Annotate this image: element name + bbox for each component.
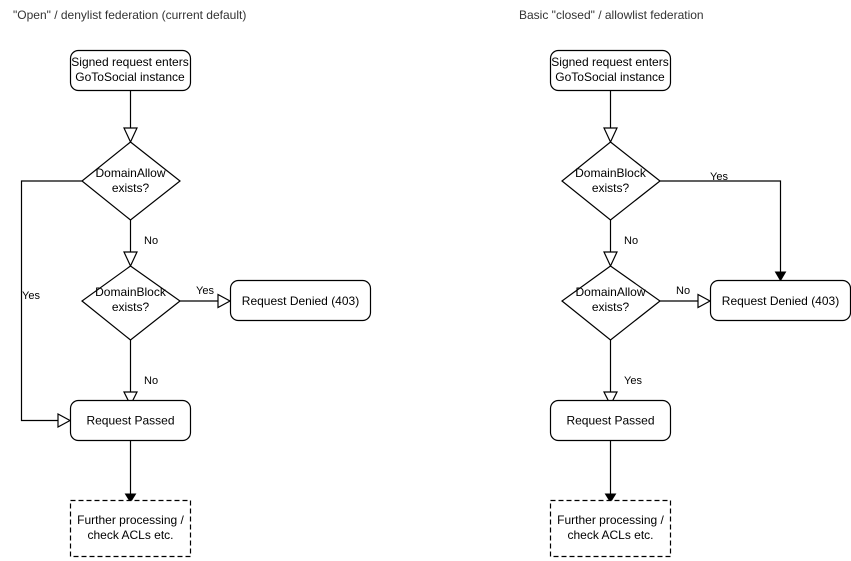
right-edge-block-yes-label: Yes bbox=[710, 171, 728, 183]
right-further-processing-label-line2: check ACLs etc. bbox=[567, 528, 653, 542]
right-decision-domainallow[interactable]: DomainAllow exists? bbox=[561, 265, 662, 341]
left-edge-block-yes-label: Yes bbox=[196, 285, 214, 297]
right-request-denied-node[interactable]: Request Denied (403) bbox=[709, 279, 851, 322]
right-further-processing-label-line1: Further processing / bbox=[557, 513, 664, 527]
left-further-processing-shape bbox=[69, 499, 192, 558]
right-edge-allow-yes: Yes bbox=[603, 340, 642, 407]
right-request-passed-node[interactable]: Request Passed bbox=[549, 399, 672, 442]
left-further-processing-label-line2: check ACLs etc. bbox=[87, 528, 173, 542]
right-edge-block-no: No bbox=[603, 220, 638, 268]
right-edge-allow-no-label: No bbox=[676, 285, 690, 297]
right-request-passed-label: Request Passed bbox=[566, 414, 654, 428]
left-request-denied-label: Request Denied (403) bbox=[242, 294, 359, 308]
right-column: Basic "closed" / allowlist federation Si… bbox=[519, 8, 851, 558]
left-decision-domainallow[interactable]: DomainAllow exists? bbox=[81, 141, 181, 221]
right-decision-domainblock-label-line2: exists? bbox=[592, 181, 630, 195]
right-column-title: Basic "closed" / allowlist federation bbox=[519, 8, 704, 22]
left-decision-domainblock[interactable]: DomainBlock exists? bbox=[81, 265, 182, 341]
left-request-passed-node[interactable]: Request Passed bbox=[69, 399, 192, 442]
right-request-denied-label: Request Denied (403) bbox=[722, 294, 839, 308]
left-further-processing-label-line1: Further processing / bbox=[77, 513, 184, 527]
right-decision-domainallow-label-line1: DomainAllow bbox=[575, 285, 645, 299]
right-edge-block-yes: Yes bbox=[660, 171, 787, 282]
right-edge-passed-to-further bbox=[604, 440, 617, 503]
right-decision-domainallow-label-line2: exists? bbox=[592, 300, 630, 314]
right-edge-allow-no: No bbox=[660, 285, 712, 309]
right-decision-domainblock[interactable]: DomainBlock exists? bbox=[561, 141, 661, 221]
left-request-denied-shape bbox=[229, 279, 372, 322]
left-column-title: "Open" / denylist federation (current de… bbox=[13, 8, 246, 22]
left-entry-node[interactable]: Signed request enters GoToSocial instanc… bbox=[69, 49, 192, 92]
left-column: "Open" / denylist federation (current de… bbox=[13, 8, 372, 558]
left-decision-domainblock-label-line2: exists? bbox=[112, 300, 150, 314]
left-edge-allow-no-label: No bbox=[144, 235, 158, 247]
left-edge-allow-no: No bbox=[123, 220, 158, 268]
left-edge-entry-to-allow bbox=[123, 90, 138, 144]
right-further-processing-shape bbox=[549, 499, 672, 558]
right-further-processing-node[interactable]: Further processing / check ACLs etc. bbox=[549, 499, 672, 558]
left-edge-block-yes: Yes bbox=[180, 285, 232, 309]
left-decision-domainallow-label-line1: DomainAllow bbox=[95, 166, 165, 180]
right-edge-block-no-label: No bbox=[624, 235, 638, 247]
left-request-denied-node[interactable]: Request Denied (403) bbox=[229, 279, 372, 322]
right-edge-allow-yes-label: Yes bbox=[624, 375, 642, 387]
left-decision-domainblock-label-line1: DomainBlock bbox=[95, 285, 167, 299]
left-further-processing-node[interactable]: Further processing / check ACLs etc. bbox=[69, 499, 192, 558]
right-decision-domainblock-label-line1: DomainBlock bbox=[575, 166, 647, 180]
left-edge-allow-yes: Yes bbox=[20, 180, 82, 429]
left-entry-label-line1: Signed request enters bbox=[71, 55, 188, 69]
left-edge-passed-to-further bbox=[124, 440, 137, 503]
left-request-passed-label: Request Passed bbox=[86, 414, 174, 428]
left-entry-label-line2: GoToSocial instance bbox=[75, 70, 185, 84]
left-edge-block-no-label: No bbox=[144, 375, 158, 387]
right-edge-entry-to-block bbox=[603, 90, 618, 144]
right-entry-node[interactable]: Signed request enters GoToSocial instanc… bbox=[549, 49, 672, 92]
left-decision-domainallow-label-line2: exists? bbox=[112, 181, 150, 195]
right-entry-label-line1: Signed request enters bbox=[551, 55, 668, 69]
right-entry-label-line2: GoToSocial instance bbox=[555, 70, 665, 84]
left-edge-block-no: No bbox=[123, 340, 158, 407]
left-edge-allow-yes-label: Yes bbox=[22, 290, 40, 302]
